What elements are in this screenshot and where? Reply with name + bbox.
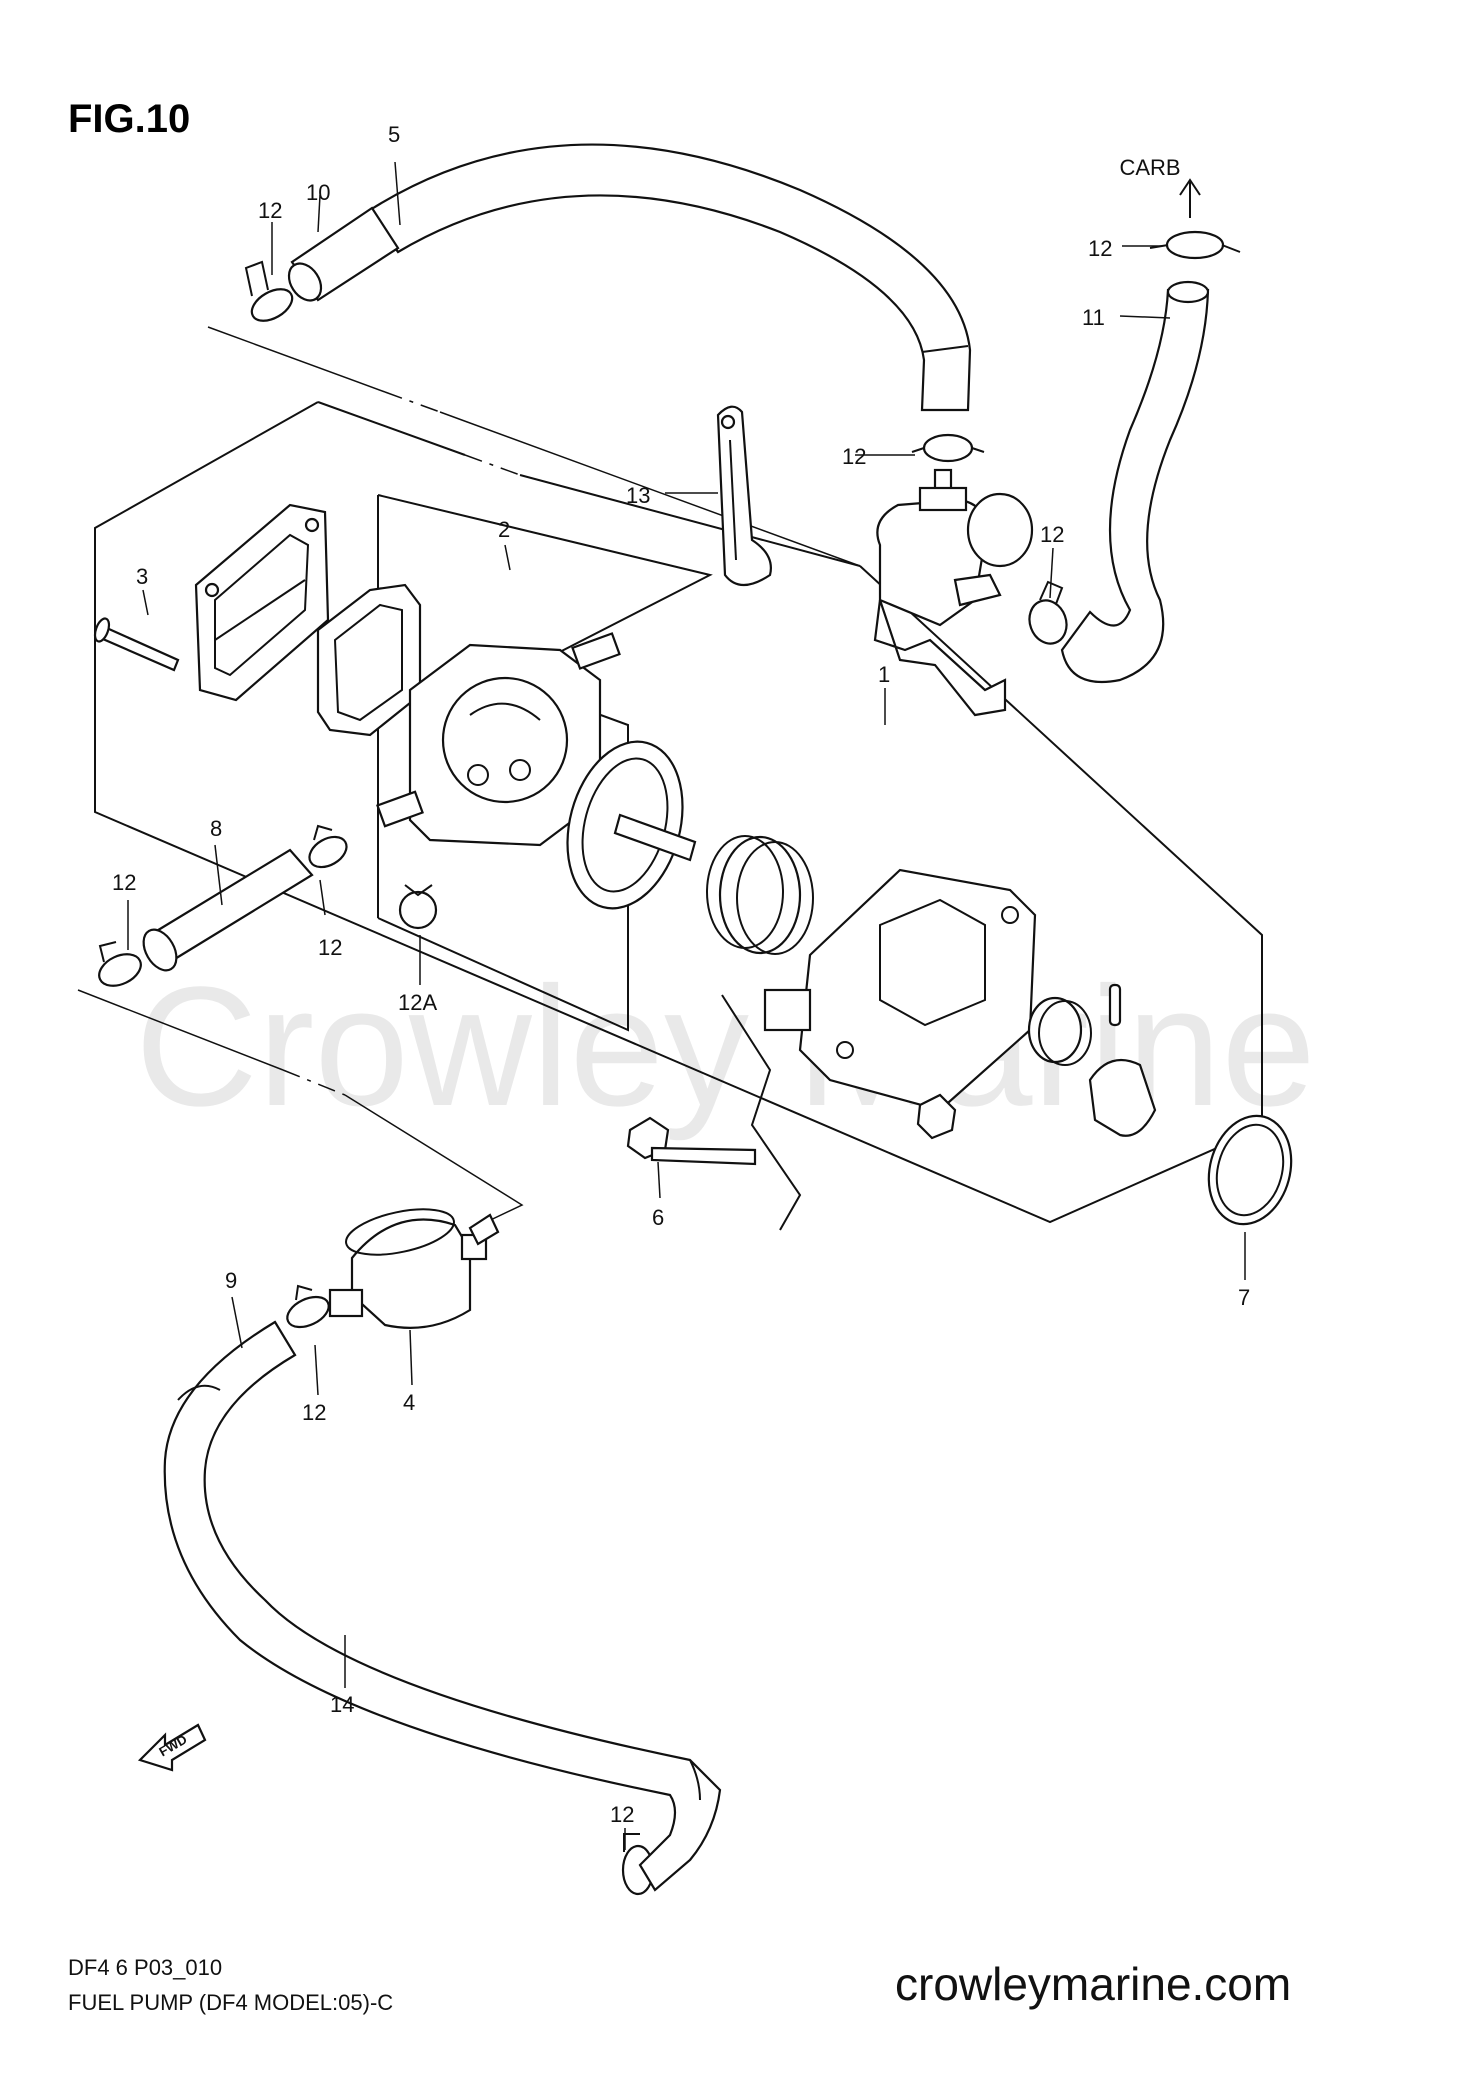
callout-12-valve-top: 12 [842,444,866,469]
clip-12-valve-side [1028,580,1068,645]
callout-4: 4 [403,1390,415,1415]
assembly-frame-pump [94,401,1263,1224]
callout-3: 3 [136,564,148,589]
callouts: 5 10 12 CARB 12 11 12 12 13 2 3 1 8 12 1… [112,122,1250,1827]
footer-code: DF4 6 P03_010 [68,1955,222,1980]
callout-12-filter: 12 [302,1400,326,1425]
callout-10: 10 [306,180,330,205]
gasket-outer [194,503,330,702]
callout-12-hose8-right: 12 [318,935,342,960]
leader-lines [127,161,1246,1850]
hose-14 [163,1320,722,1892]
callout-8: 8 [210,816,222,841]
gasket-inner [316,583,422,737]
bolt-6 [626,1116,757,1166]
hose-5 [368,143,972,412]
callout-12-valve-side: 12 [1040,522,1064,547]
figure-title: FIG.10 [68,97,190,141]
screw-3 [93,617,180,672]
callout-6: 6 [652,1205,664,1230]
spring-large [706,835,814,955]
break-line [721,994,802,1231]
callout-12-top-left: 12 [258,198,282,223]
clip-12-top-left [244,260,294,322]
hose-11 [1060,280,1210,684]
fuel-valve [873,468,1034,717]
assembly-frame-filter [77,989,524,1226]
assembly-frame-hose-group [207,326,861,567]
plunger [1088,1058,1157,1137]
callout-12-hose8-left: 12 [112,870,136,895]
spring-small [1027,996,1092,1066]
clip-12-hose8-left [98,941,142,987]
callout-9: 9 [225,1268,237,1293]
callout-5: 5 [388,122,400,147]
callout-7: 7 [1238,1285,1250,1310]
callout-13: 13 [626,483,650,508]
direction-carb: CARB [1119,155,1180,180]
bracket-13 [716,405,772,587]
hose-8 [142,848,314,972]
callout-12-bottom: 12 [610,1802,634,1827]
clip-12-hose8-right [308,824,348,869]
diaphragm [566,740,697,910]
o-ring-7 [1207,1114,1293,1226]
pin [1108,983,1122,1027]
callout-12A: 12A [398,990,437,1015]
callout-11: 11 [1082,305,1105,330]
hose-10 [287,206,400,302]
footer-website: crowleymarine.com [895,1958,1291,2010]
callout-14: 14 [330,1692,354,1717]
footer-description: FUEL PUMP (DF4 MODEL:05)-C [68,1990,393,2015]
fuel-filter-4 [328,1208,500,1329]
callout-12-carb: 12 [1088,236,1112,261]
nut [916,1093,957,1140]
callout-1: 1 [878,662,890,687]
clip-12-carb [1149,230,1241,260]
washer-12A [398,884,438,930]
clip-12-valve-top [911,433,985,463]
callout-2: 2 [498,517,510,542]
clip-12-filter [286,1284,330,1329]
fwd-arrow-icon: FWD [137,1723,207,1772]
carb-arrow [1179,178,1201,218]
